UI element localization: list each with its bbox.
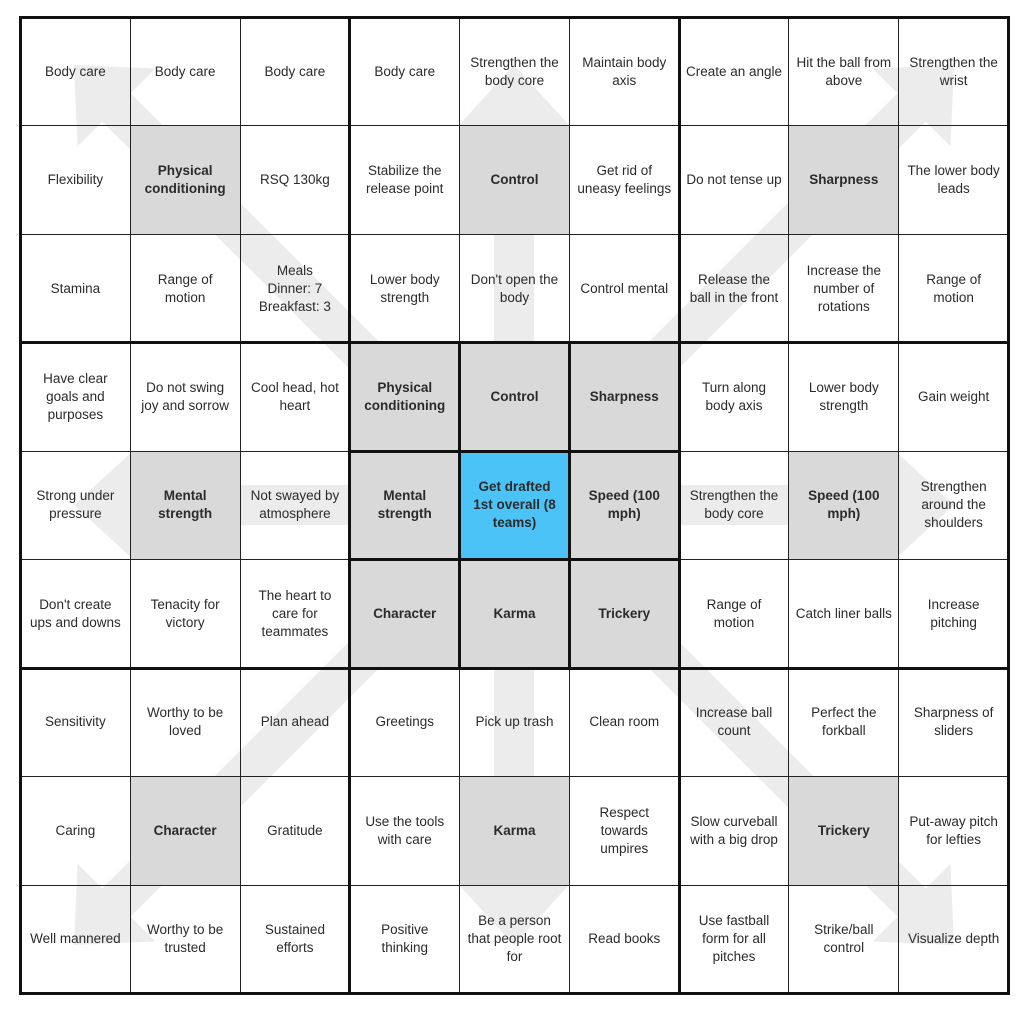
action-cell: Flexibility	[20, 125, 131, 235]
action-cell: Strengthen the body core	[459, 17, 570, 127]
key-theme-cell: Speed (100 mph)	[568, 450, 680, 561]
action-cell: Strengthen the body core	[678, 450, 790, 561]
key-theme-cell: Mental strength	[349, 450, 461, 561]
action-cell: The heart to care for teammates	[239, 559, 351, 669]
key-theme-cell: Control	[459, 342, 570, 452]
action-cell: Strike/ball control	[788, 884, 900, 994]
action-cell: Don't open the body	[459, 233, 570, 344]
action-cell: Be a person that people root for	[459, 884, 570, 994]
action-cell: Range of motion	[678, 559, 790, 669]
action-cell: Use fastball form for all pitches	[678, 884, 790, 994]
action-cell: Worthy to be loved	[129, 667, 241, 778]
action-cell: Do not tense up	[678, 125, 790, 235]
action-cell: Meals Dinner: 7 Breakfast: 3	[239, 233, 351, 344]
action-cell: Do not swing joy and sorrow	[129, 342, 241, 452]
action-cell: Stamina	[20, 233, 131, 344]
key-theme-cell: Character	[129, 776, 241, 886]
action-cell: Not swayed by atmosphere	[239, 450, 351, 561]
key-theme-cell: Sharpness	[568, 342, 680, 452]
arrow-up-head-icon	[459, 65, 569, 125]
action-cell: Sensitivity	[20, 667, 131, 778]
arrow-down-right-head-icon	[872, 863, 954, 945]
action-cell: Strong under pressure	[20, 450, 131, 561]
arrow-right-head-icon	[894, 450, 954, 560]
action-cell: Body care	[129, 17, 241, 127]
action-cell: Hit the ball from above	[788, 17, 900, 127]
action-cell: Range of motion	[129, 233, 241, 344]
action-cell: Tenacity for victory	[129, 559, 241, 669]
action-cell: Pick up trash	[459, 667, 570, 778]
action-cell: Catch liner balls	[788, 559, 900, 669]
action-cell: Body care	[239, 17, 351, 127]
action-cell: Range of motion	[898, 233, 1009, 344]
action-cell: Turn along body axis	[678, 342, 790, 452]
action-cell: Sustained efforts	[239, 884, 351, 994]
action-cell: Increase the number of rotations	[788, 233, 900, 344]
action-cell: Strengthen around the shoulders	[898, 450, 1009, 561]
action-cell: Positive thinking	[349, 884, 461, 994]
action-cell: Worthy to be trusted	[129, 884, 241, 994]
action-cell: Cool head, hot heart	[239, 342, 351, 452]
action-cell: Get rid of uneasy feelings	[568, 125, 680, 235]
action-cell: Stabilize the release point	[349, 125, 461, 235]
action-cell: Create an angle	[678, 17, 790, 127]
key-theme-cell: Control	[459, 125, 570, 235]
action-cell: Plan ahead	[239, 667, 351, 778]
action-cell: Lower body strength	[349, 233, 461, 344]
action-cell: Well mannered	[20, 884, 131, 994]
action-cell: Caring	[20, 776, 131, 886]
action-cell: Body care	[349, 17, 461, 127]
key-theme-cell: Physical conditioning	[349, 342, 461, 452]
action-cell: Gratitude	[239, 776, 351, 886]
action-cell: Slow curveball with a big drop	[678, 776, 790, 886]
key-theme-cell: Sharpness	[788, 125, 900, 235]
key-theme-cell: Karma	[459, 559, 570, 669]
action-cell: Greetings	[349, 667, 461, 778]
key-theme-cell: Physical conditioning	[129, 125, 241, 235]
action-cell: Body care	[20, 17, 131, 127]
action-cell: Increase pitching	[898, 559, 1009, 669]
action-cell: Have clear goals and purposes	[20, 342, 131, 452]
action-cell: Sharpness of sliders	[898, 667, 1009, 778]
action-cell: Read books	[568, 884, 680, 994]
key-theme-cell: Character	[349, 559, 461, 669]
action-cell: Visualize depth	[898, 884, 1009, 994]
action-cell: Lower body strength	[788, 342, 900, 452]
action-cell: Clean room	[568, 667, 680, 778]
action-cell: Put-away pitch for lefties	[898, 776, 1009, 886]
key-theme-cell: Karma	[459, 776, 570, 886]
action-cell: Perfect the forkball	[788, 667, 900, 778]
action-cell: Increase ball count	[678, 667, 790, 778]
action-cell: RSQ 130kg	[239, 125, 351, 235]
action-cell: Don't create ups and downs	[20, 559, 131, 669]
key-theme-cell: Trickery	[568, 559, 680, 669]
action-cell: Use the tools with care	[349, 776, 461, 886]
key-theme-cell: Speed (100 mph)	[788, 450, 900, 561]
action-cell: Respect towards umpires	[568, 776, 680, 886]
key-theme-cell: Mental strength	[129, 450, 241, 561]
action-cell: Release the ball in the front	[678, 233, 790, 344]
arrow-left-head-icon	[74, 450, 134, 560]
action-cell: Strengthen the wrist	[898, 17, 1009, 127]
action-cell: Maintain body axis	[568, 17, 680, 127]
core-goal-cell: Get drafted 1st overall (8 teams)	[459, 450, 570, 561]
arrow-down-left-head-icon	[74, 863, 156, 945]
action-cell: Control mental	[568, 233, 680, 344]
action-cell: The lower body leads	[898, 125, 1009, 235]
action-cell: Gain weight	[898, 342, 1009, 452]
arrow-down-head-icon	[459, 885, 569, 945]
key-theme-cell: Trickery	[788, 776, 900, 886]
